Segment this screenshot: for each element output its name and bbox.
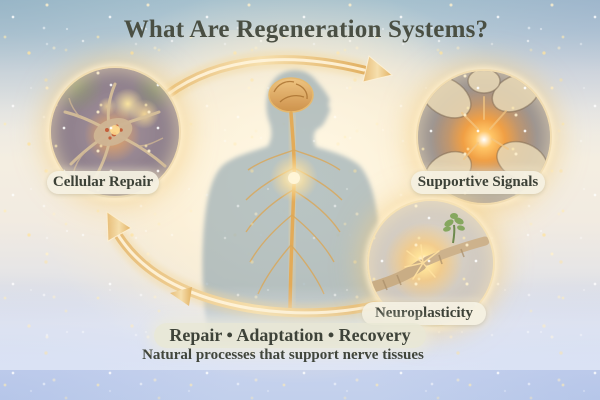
keywords-pill: Repair • Adaptation • Recovery	[154, 323, 426, 348]
cycle-arrow-bottom	[106, 211, 409, 322]
arrowhead-right-icon	[362, 55, 394, 83]
label-supportive-signals: Supportive Signals	[411, 171, 545, 194]
caption-text: Natural processes that support nerve tis…	[142, 347, 424, 363]
label-cellular-repair: Cellular Repair	[47, 171, 159, 194]
page-title: What Are Regeneration Systems?	[123, 16, 489, 43]
label-neuroplasticity: Neuroplasticity	[362, 302, 486, 325]
cycle-arrow-top	[152, 50, 394, 109]
